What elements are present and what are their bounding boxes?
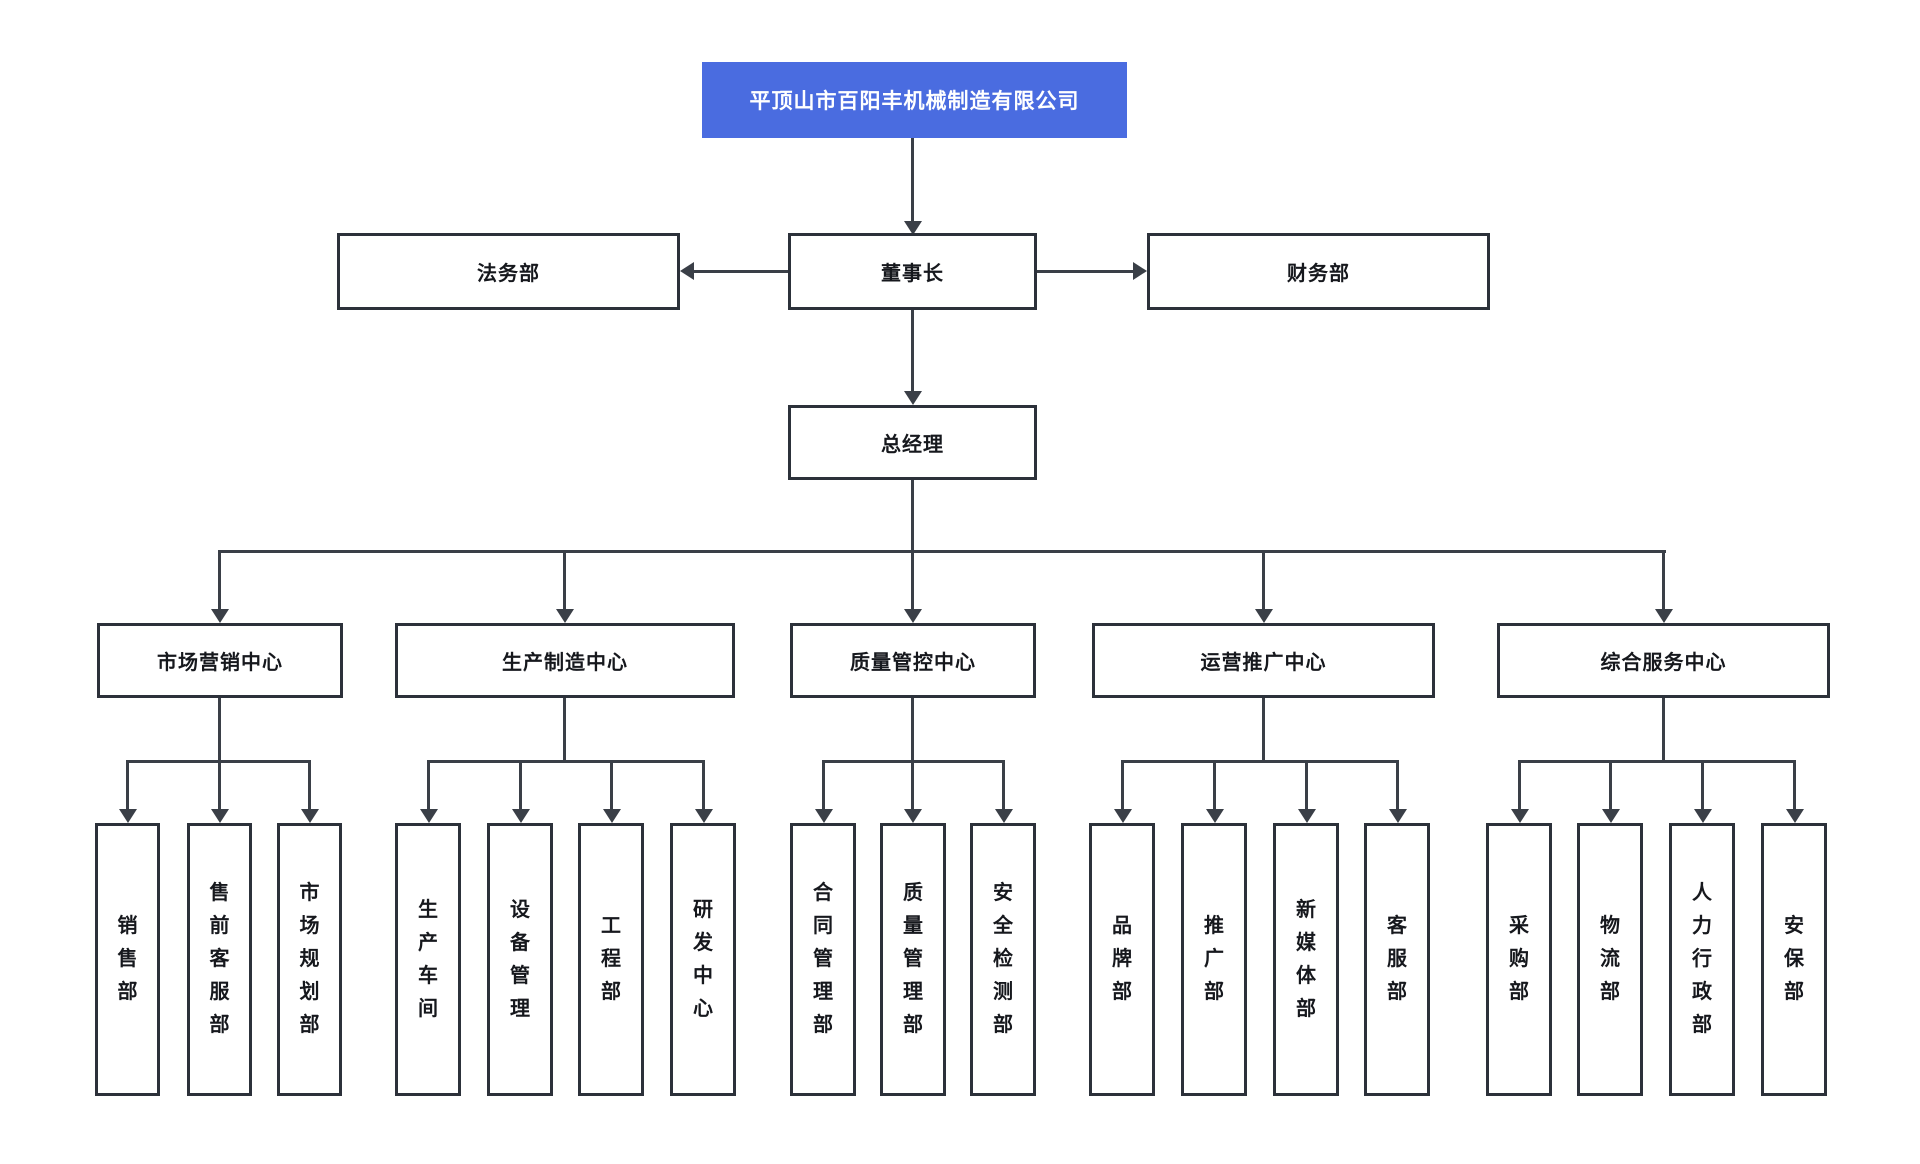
connector-line — [218, 550, 1666, 553]
connector-line — [692, 270, 788, 273]
arrowhead-down-icon — [1206, 809, 1224, 823]
connector-line — [218, 550, 221, 610]
org-node-company[interactable]: 平顶山市百阳丰机械制造有限公司 — [702, 62, 1127, 138]
arrowhead-down-icon — [1389, 809, 1407, 823]
arrowhead-down-icon — [695, 809, 713, 823]
connector-line — [427, 760, 430, 810]
org-node-rnd-center[interactable]: 研发中心 — [670, 823, 736, 1096]
arrowhead-down-icon — [1694, 809, 1712, 823]
arrowhead-down-icon — [211, 809, 229, 823]
org-node-finance[interactable]: 财务部 — [1147, 233, 1490, 310]
connector-line — [126, 760, 129, 810]
org-node-customer-service-dept[interactable]: 客服部 — [1364, 823, 1430, 1096]
org-node-marketing-center[interactable]: 市场营销中心 — [97, 623, 343, 698]
org-node-safety-inspection-dept[interactable]: 安全检测部 — [970, 823, 1036, 1096]
arrowhead-down-icon — [995, 809, 1013, 823]
arrowhead-down-icon — [119, 809, 137, 823]
connector-line — [1002, 760, 1005, 810]
connector-line — [911, 550, 914, 610]
arrowhead-down-icon — [211, 609, 229, 623]
connector-line — [1396, 760, 1399, 810]
org-node-chairman[interactable]: 董事长 — [788, 233, 1037, 310]
connector-line — [1662, 698, 1665, 762]
org-node-logistics-dept[interactable]: 物流部 — [1577, 823, 1643, 1096]
org-node-engineering-dept[interactable]: 工程部 — [578, 823, 644, 1096]
org-node-procurement-dept[interactable]: 采购部 — [1486, 823, 1552, 1096]
arrowhead-down-icon — [1655, 609, 1673, 623]
connector-line — [1701, 760, 1704, 810]
connector-line — [911, 138, 914, 222]
connector-line — [1037, 270, 1133, 273]
arrowhead-down-icon — [904, 221, 922, 235]
arrowhead-down-icon — [420, 809, 438, 823]
org-node-contract-management-dept[interactable]: 合同管理部 — [790, 823, 856, 1096]
org-node-market-planning-dept[interactable]: 市场规划部 — [277, 823, 342, 1096]
connector-line — [702, 760, 705, 810]
connector-line — [1262, 550, 1265, 610]
connector-line — [911, 698, 914, 762]
connector-line — [1609, 760, 1612, 810]
arrowhead-down-icon — [904, 809, 922, 823]
org-node-production-center[interactable]: 生产制造中心 — [395, 623, 735, 698]
arrowhead-down-icon — [301, 809, 319, 823]
connector-line — [1305, 760, 1308, 810]
arrowhead-down-icon — [1255, 609, 1273, 623]
org-node-promotion-dept[interactable]: 推广部 — [1181, 823, 1247, 1096]
org-node-services-center[interactable]: 综合服务中心 — [1497, 623, 1830, 698]
connector-line — [308, 760, 311, 810]
connector-line — [427, 760, 705, 763]
arrowhead-left-icon — [680, 262, 694, 280]
org-node-operations-center[interactable]: 运营推广中心 — [1092, 623, 1435, 698]
arrowhead-down-icon — [556, 609, 574, 623]
connector-line — [1262, 698, 1265, 762]
org-node-new-media-dept[interactable]: 新媒体部 — [1273, 823, 1339, 1096]
connector-line — [1518, 760, 1796, 763]
connector-line — [911, 480, 914, 553]
arrowhead-down-icon — [603, 809, 621, 823]
connector-line — [218, 698, 221, 762]
arrowhead-down-icon — [815, 809, 833, 823]
connector-line — [911, 760, 914, 810]
arrowhead-down-icon — [904, 609, 922, 623]
arrowhead-right-icon — [1133, 262, 1147, 280]
org-node-equipment-management[interactable]: 设备管理 — [487, 823, 553, 1096]
arrowhead-down-icon — [1298, 809, 1316, 823]
org-node-general-manager[interactable]: 总经理 — [788, 405, 1037, 480]
org-node-production-workshop[interactable]: 生产车间 — [395, 823, 461, 1096]
org-node-legal[interactable]: 法务部 — [337, 233, 680, 310]
org-node-presales-service-dept[interactable]: 售前客服部 — [187, 823, 252, 1096]
org-node-quality-center[interactable]: 质量管控中心 — [790, 623, 1036, 698]
org-node-hr-admin-dept[interactable]: 人力行政部 — [1669, 823, 1735, 1096]
connector-line — [911, 310, 914, 392]
org-node-sales-dept[interactable]: 销售部 — [95, 823, 160, 1096]
connector-line — [1518, 760, 1521, 810]
org-node-quality-management-dept[interactable]: 质量管理部 — [880, 823, 946, 1096]
connector-line — [218, 760, 221, 810]
org-node-security-dept[interactable]: 安保部 — [1761, 823, 1827, 1096]
connector-line — [1662, 550, 1665, 610]
connector-line — [610, 760, 613, 810]
arrowhead-down-icon — [512, 809, 530, 823]
arrowhead-down-icon — [904, 391, 922, 405]
connector-line — [1121, 760, 1399, 763]
arrowhead-down-icon — [1114, 809, 1132, 823]
connector-line — [1121, 760, 1124, 810]
connector-line — [563, 550, 566, 610]
arrowhead-down-icon — [1511, 809, 1529, 823]
arrowhead-down-icon — [1786, 809, 1804, 823]
org-node-brand-dept[interactable]: 品牌部 — [1089, 823, 1155, 1096]
arrowhead-down-icon — [1602, 809, 1620, 823]
connector-line — [563, 698, 566, 762]
connector-line — [822, 760, 825, 810]
connector-line — [1793, 760, 1796, 810]
connector-line — [1213, 760, 1216, 810]
connector-line — [519, 760, 522, 810]
